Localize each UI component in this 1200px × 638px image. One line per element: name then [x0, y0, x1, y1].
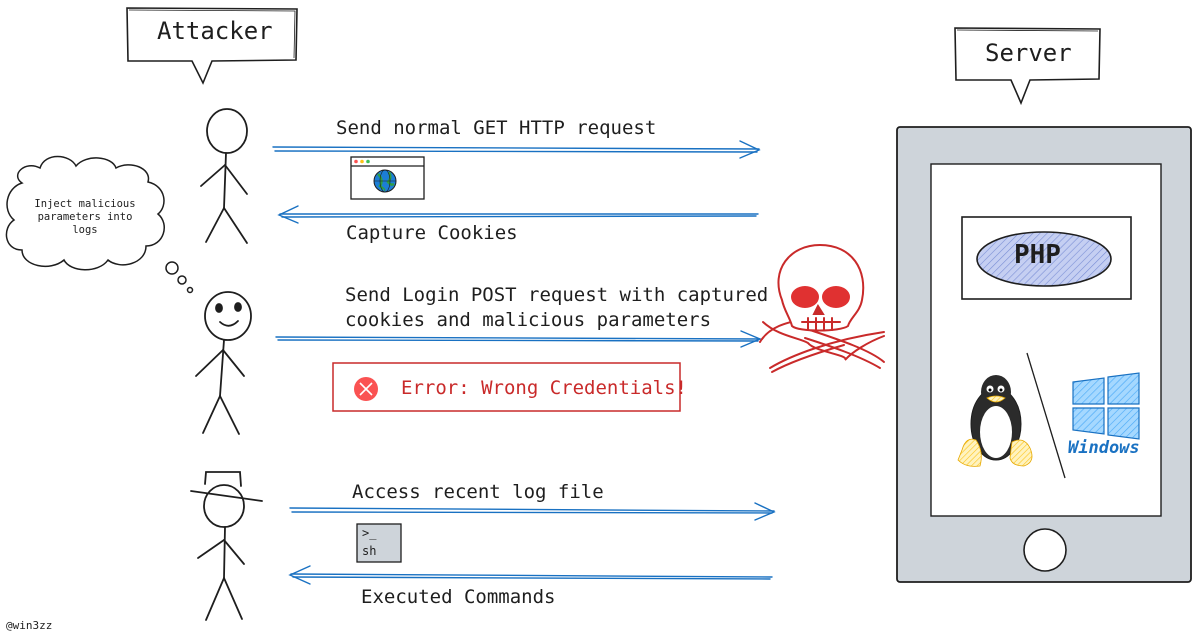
terminal-icon	[356, 523, 402, 563]
message-get-request: Send normal GET HTTP request	[336, 117, 657, 139]
message-capture-cookies: Capture Cookies	[346, 222, 518, 244]
server-label: Server	[985, 39, 1072, 67]
attacker-figure-3	[190, 471, 263, 621]
arrow-access-log	[289, 502, 776, 521]
arrow-executed-commands	[288, 565, 773, 585]
linux-tux-icon	[957, 375, 1033, 467]
arrow-capture-cookies	[277, 205, 759, 224]
terminal-shell: sh	[362, 544, 377, 558]
terminal-prompt: >_	[362, 526, 377, 540]
attacker-figure-2	[195, 291, 252, 435]
windows-label: Windows	[1068, 438, 1140, 458]
thought-text: Inject malicious parameters into logs	[34, 198, 136, 236]
author-credit: @win3zz	[6, 619, 53, 632]
attacker-figure-1	[200, 108, 248, 244]
server-callout	[954, 27, 1101, 106]
message-login-post-line2: cookies and malicious parameters	[345, 309, 712, 331]
message-login-post-line1: Send Login POST request with captured	[345, 284, 769, 306]
attacker-callout	[126, 7, 298, 85]
arrow-login-post	[275, 330, 762, 348]
windows-logo-icon	[1072, 372, 1140, 440]
thought-cloud	[5, 155, 194, 294]
server-device	[896, 126, 1192, 583]
attacker-label: Attacker	[157, 17, 273, 45]
browser-window-icon	[350, 156, 425, 200]
skull-crossbones-icon	[759, 243, 885, 373]
error-box	[332, 362, 681, 412]
message-executed-commands: Executed Commands	[361, 586, 556, 608]
error-text: Error: Wrong Credentials!	[401, 377, 687, 399]
arrow-get-request	[272, 140, 761, 159]
php-label: PHP	[1014, 240, 1061, 270]
message-access-log: Access recent log file	[352, 481, 604, 503]
